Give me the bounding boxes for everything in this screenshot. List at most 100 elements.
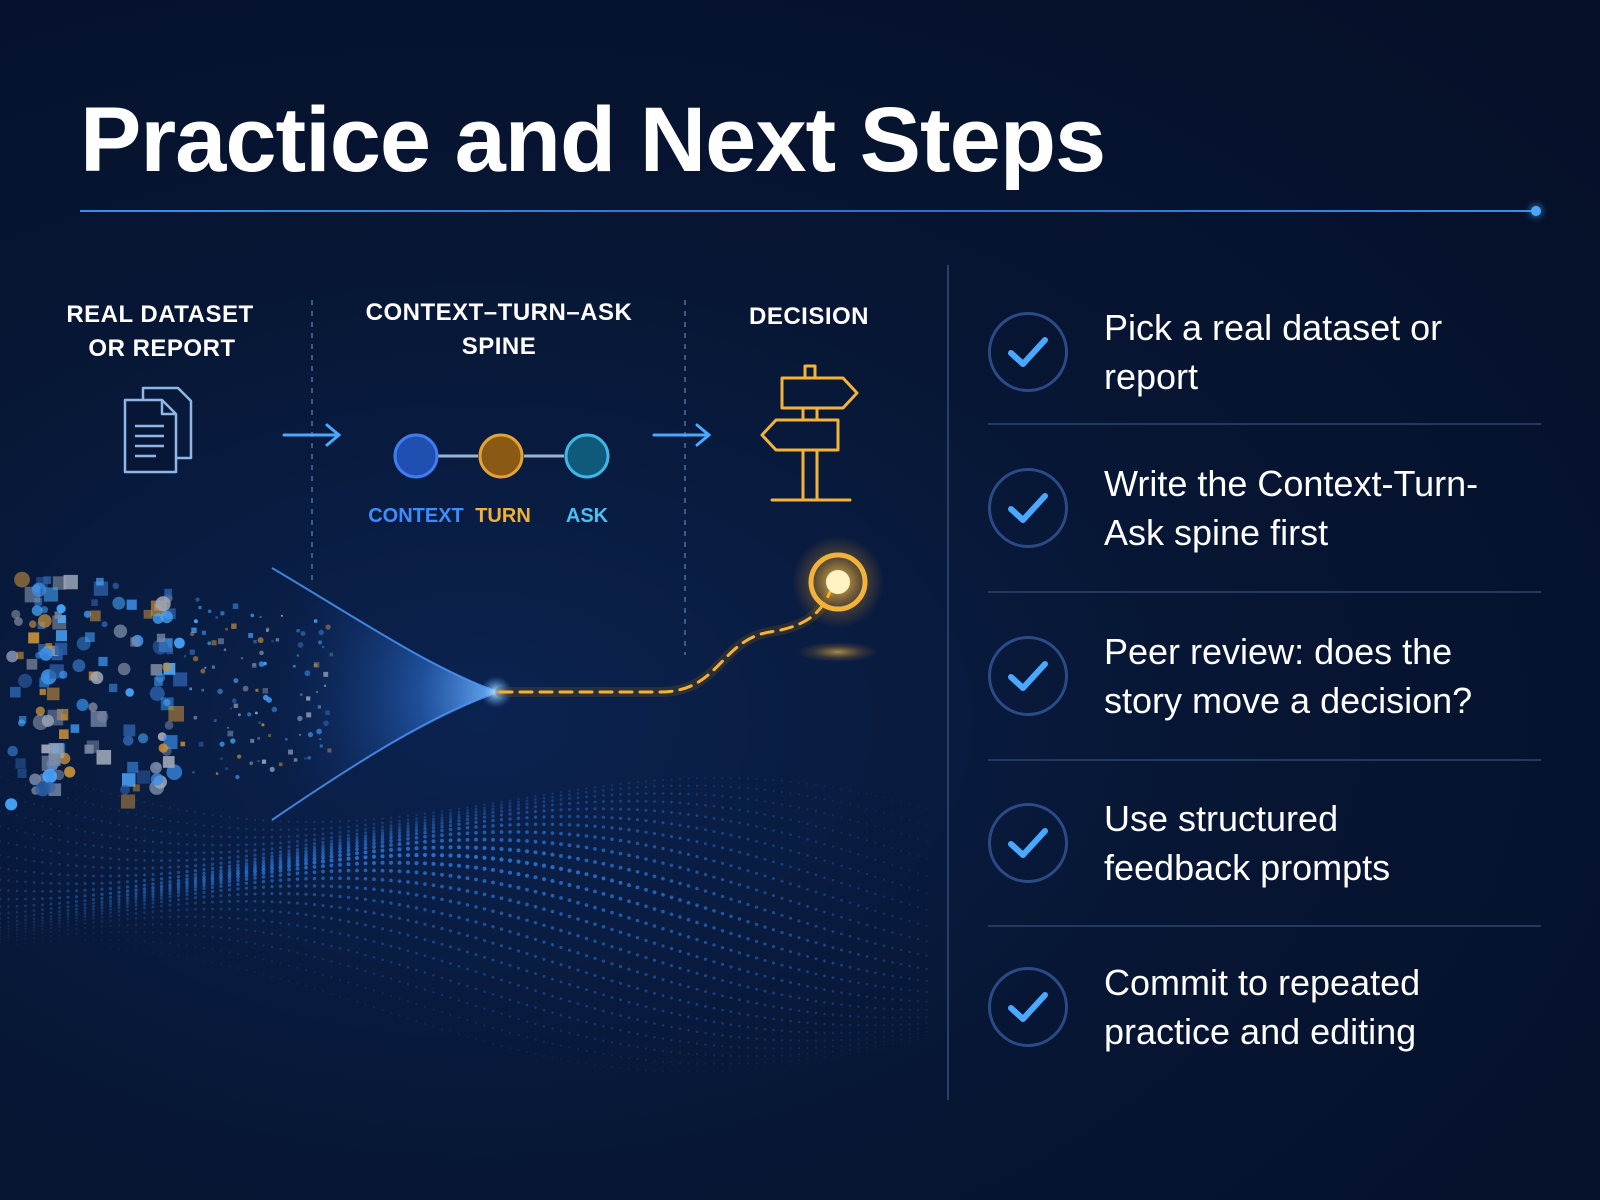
checkmark-icon: [1008, 992, 1048, 1022]
wave-dot: [7, 811, 10, 815]
step-label-dataset-line1: REAL DATASET: [66, 301, 253, 328]
wave-dot: [313, 987, 316, 990]
wave-dot: [525, 822, 529, 827]
wave-dot: [295, 844, 300, 848]
wave-dot: [610, 826, 614, 830]
wave-dot: [627, 1044, 631, 1047]
wave-dot: [848, 992, 852, 996]
wave-dot: [7, 905, 10, 908]
wave-dot: [602, 1039, 605, 1042]
wave-dot: [678, 792, 682, 796]
wave-dot: [83, 874, 87, 878]
wave-dot: [508, 998, 512, 1002]
wave-dot: [457, 948, 461, 951]
wave-dot: [134, 826, 138, 829]
wave-dot: [721, 1069, 724, 1072]
wave-dot: [491, 1026, 495, 1030]
wave-dot: [534, 1053, 537, 1056]
wave-dot: [814, 873, 818, 877]
wave-dot: [295, 862, 300, 867]
wave-dot: [516, 900, 521, 905]
data-particle: [43, 576, 52, 584]
wave-dot: [644, 808, 648, 812]
wave-dot: [584, 834, 589, 838]
wave-dot: [542, 923, 546, 928]
wave-dot: [457, 999, 461, 1002]
wave-dot: [143, 858, 146, 862]
wave-dot: [415, 968, 418, 972]
wave-dot: [168, 909, 172, 912]
wave-dot: [32, 889, 36, 893]
wave-dot: [559, 808, 563, 812]
wave-dot: [236, 887, 240, 891]
wave-dot: [772, 1054, 775, 1057]
wave-dot: [721, 795, 724, 798]
wave-dot: [151, 892, 155, 896]
wave-dot: [372, 835, 376, 839]
wave-dot: [355, 824, 359, 828]
data-particle: [253, 640, 257, 644]
wave-dot: [686, 825, 691, 829]
wave-dot: [567, 931, 572, 935]
wave-dot: [380, 868, 385, 873]
wave-dot: [534, 1038, 537, 1041]
wave-dot: [41, 908, 44, 912]
wave-dot: [653, 779, 656, 782]
wave-dot: [364, 818, 367, 822]
wave-dot: [746, 885, 750, 890]
wave-dot: [865, 1031, 869, 1034]
wave-dot: [602, 993, 605, 997]
wave-dot: [287, 867, 291, 872]
wave-dot: [134, 813, 138, 816]
wave-dot: [58, 873, 61, 876]
wave-dot: [780, 803, 784, 806]
wave-dot: [738, 1046, 741, 1049]
wave-dot: [193, 885, 198, 889]
wave-dot: [584, 936, 589, 941]
wave-dot: [763, 925, 767, 929]
wave-dot: [126, 899, 129, 903]
data-particle: [162, 756, 175, 768]
wave-dot: [176, 882, 181, 886]
wave-dot: [550, 831, 555, 835]
data-particle: [41, 744, 51, 754]
wave-dot: [414, 846, 419, 851]
wave-dot: [338, 978, 342, 982]
wave-dot: [797, 820, 801, 824]
wave-dot: [24, 904, 27, 908]
wave-dot: [652, 924, 657, 928]
wave-dot: [245, 917, 248, 921]
wave-dot: [789, 780, 792, 783]
wave-dot: [321, 903, 325, 908]
wave-dot: [695, 937, 699, 942]
wave-dot: [457, 964, 461, 968]
wave-dot: [330, 836, 333, 840]
wave-dot: [423, 827, 427, 831]
wave-dot: [355, 921, 359, 925]
wave-dot: [397, 903, 402, 907]
wave-dot: [542, 957, 546, 961]
wave-dot: [176, 870, 181, 874]
wave-dot: [355, 868, 359, 873]
wave-dot: [66, 928, 70, 931]
wave-dot: [780, 1060, 784, 1063]
wave-dot: [908, 950, 911, 954]
wave-dot: [389, 1012, 393, 1015]
data-particle: [257, 737, 260, 740]
wave-dot: [644, 843, 648, 847]
wave-dot: [330, 831, 333, 835]
wave-dot: [100, 866, 104, 869]
wave-dot: [83, 932, 87, 935]
wave-dot: [236, 855, 240, 859]
wave-dot: [670, 1011, 673, 1015]
wave-dot: [338, 876, 342, 880]
data-particle: [268, 734, 272, 737]
wave-dot: [363, 850, 368, 855]
wave-dot: [151, 951, 155, 954]
wave-dot: [823, 812, 826, 815]
wave-dot: [126, 908, 129, 912]
wave-dot: [168, 892, 172, 896]
wave-dot: [678, 915, 682, 919]
wave-dot: [771, 928, 776, 932]
wave-dot: [304, 839, 308, 842]
